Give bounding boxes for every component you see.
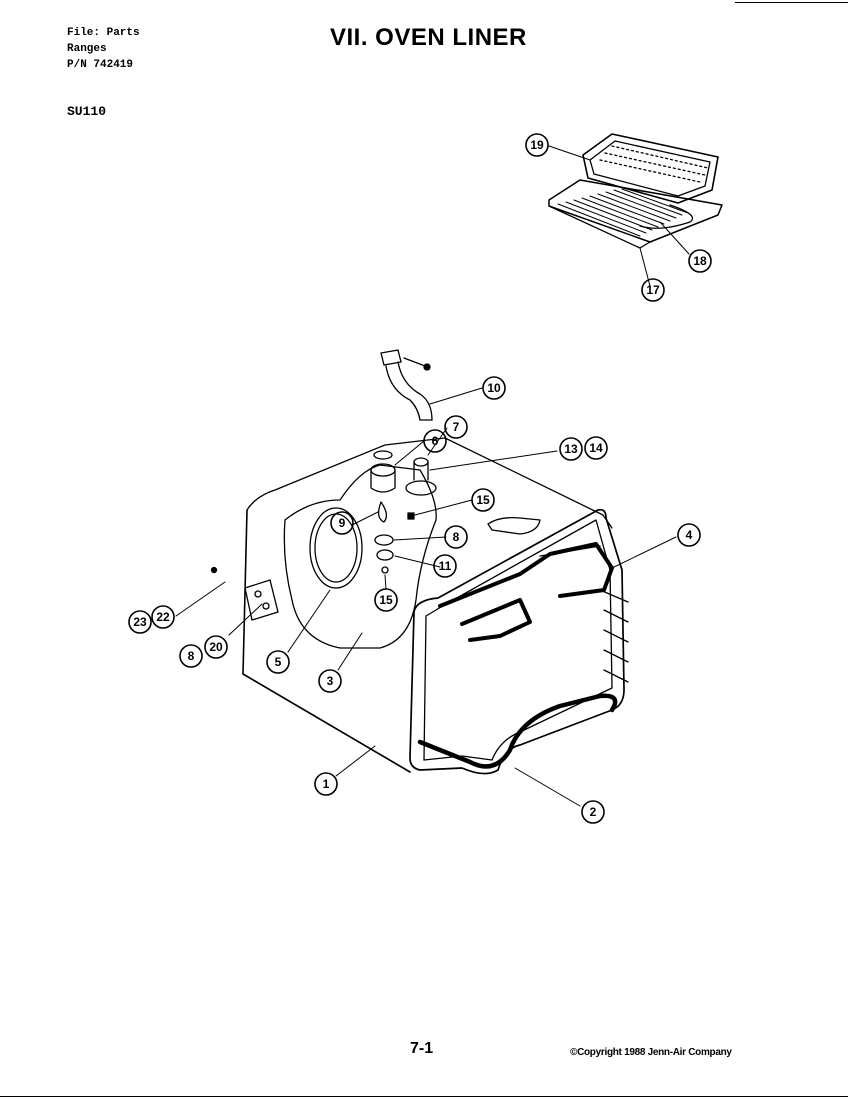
bottom-edge-line bbox=[0, 1096, 848, 1097]
copyright-notice: ©Copyright 1988 Jenn-Air Company bbox=[570, 1047, 732, 1058]
callout-22: 22 bbox=[151, 605, 175, 629]
broiler-pan-drawing bbox=[582, 133, 719, 204]
callout-6: 6 bbox=[423, 429, 447, 453]
callout-10: 10 bbox=[482, 376, 506, 400]
page-title: VII. OVEN LINER bbox=[330, 24, 527, 51]
callout-17: 17 bbox=[641, 278, 665, 302]
svg-text:3: 3 bbox=[327, 674, 334, 688]
callout-13: 13 bbox=[559, 437, 583, 461]
svg-text:22: 22 bbox=[156, 610, 170, 624]
svg-text:14: 14 bbox=[589, 441, 603, 455]
broiler-grid-drawing bbox=[548, 179, 723, 249]
bake-element-drawing bbox=[417, 693, 618, 769]
callout-1: 1 bbox=[314, 772, 338, 796]
callout-19: 19 bbox=[525, 133, 549, 157]
svg-text:19: 19 bbox=[530, 138, 544, 152]
svg-text:20: 20 bbox=[209, 640, 223, 654]
vent-tube-drawing bbox=[380, 349, 433, 421]
model-number: SU110 bbox=[67, 104, 107, 119]
svg-text:23: 23 bbox=[133, 615, 147, 629]
callout-9: 9 bbox=[330, 511, 354, 535]
callout-4: 4 bbox=[677, 523, 701, 547]
svg-text:18: 18 bbox=[693, 254, 707, 268]
callout-15-upper: 15 bbox=[471, 488, 495, 512]
file-header: File: Parts Ranges P/N 742419 bbox=[67, 25, 140, 73]
callout-2: 2 bbox=[581, 800, 605, 824]
svg-text:10: 10 bbox=[487, 381, 501, 395]
callout-11: 11 bbox=[433, 554, 457, 578]
callout-7: 7 bbox=[444, 415, 468, 439]
svg-text:13: 13 bbox=[564, 442, 578, 456]
svg-text:2: 2 bbox=[590, 805, 597, 819]
part-number-line: P/N 742419 bbox=[67, 59, 134, 71]
broil-element-drawing bbox=[438, 516, 614, 642]
bracket-drawing bbox=[210, 566, 279, 621]
svg-text:7: 7 bbox=[453, 420, 460, 434]
light-socket-drawing bbox=[370, 450, 437, 574]
svg-text:8: 8 bbox=[188, 649, 195, 663]
category-line: Ranges bbox=[67, 43, 107, 55]
svg-text:4: 4 bbox=[686, 528, 693, 542]
top-edge-line bbox=[735, 2, 848, 3]
svg-text:15: 15 bbox=[379, 593, 393, 607]
svg-text:5: 5 bbox=[275, 655, 282, 669]
callout-15-lower: 15 bbox=[374, 588, 398, 612]
svg-text:8: 8 bbox=[453, 530, 460, 544]
callout-18: 18 bbox=[688, 249, 712, 273]
callout-14: 14 bbox=[584, 436, 608, 460]
callout-5: 5 bbox=[266, 650, 290, 674]
svg-text:6: 6 bbox=[432, 434, 439, 448]
leader-lines bbox=[175, 145, 690, 807]
callout-20: 20 bbox=[204, 635, 228, 659]
callout-23: 23 bbox=[128, 610, 152, 634]
callout-8-lower: 8 bbox=[179, 644, 203, 668]
svg-text:15: 15 bbox=[476, 493, 490, 507]
page-number: 7-1 bbox=[410, 1040, 434, 1057]
svg-text:1: 1 bbox=[323, 777, 330, 791]
svg-text:11: 11 bbox=[439, 559, 452, 573]
svg-text:9: 9 bbox=[339, 516, 346, 530]
callout-3: 3 bbox=[318, 669, 342, 693]
callout-8-upper: 8 bbox=[444, 525, 468, 549]
file-line: File: Parts bbox=[67, 27, 140, 39]
svg-text:17: 17 bbox=[646, 283, 660, 297]
